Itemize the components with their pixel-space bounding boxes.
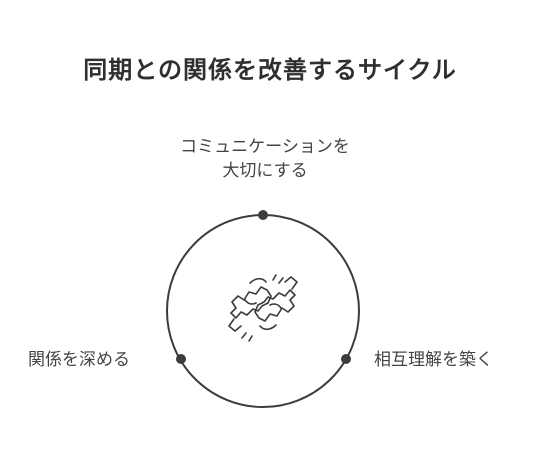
node-label-communication: コミュニケーションを 大切にする: [0, 135, 530, 183]
node-label-communication-line2: 大切にする: [222, 161, 308, 181]
node-dot-right: [341, 354, 351, 364]
cycle-circle: [166, 214, 360, 408]
fist-bump-icon: [228, 274, 298, 342]
node-dot-top: [258, 210, 268, 220]
diagram-title: 同期との関係を改善するサイクル: [83, 56, 457, 84]
node-label-deepen-relationship: 関係を深める: [28, 350, 130, 370]
node-label-communication-line1: コミュニケーションを: [180, 137, 350, 157]
node-label-mutual-understanding: 相互理解を築く: [374, 350, 493, 370]
node-dot-left: [176, 354, 186, 364]
